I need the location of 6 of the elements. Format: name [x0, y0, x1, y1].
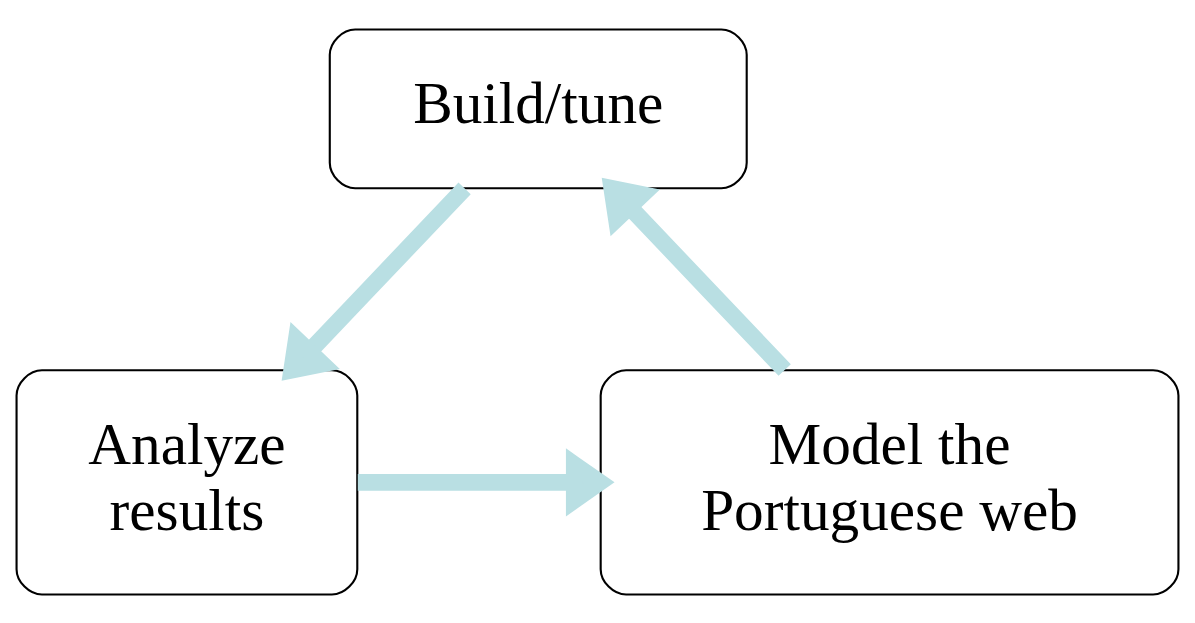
arrow — [601, 177, 791, 376]
arrow — [281, 182, 471, 381]
node-box: Analyze results — [15, 368, 359, 596]
node-box: Build/tune — [328, 27, 748, 189]
node-box: Model the Portuguese web — [599, 368, 1180, 596]
arrow — [357, 447, 615, 516]
